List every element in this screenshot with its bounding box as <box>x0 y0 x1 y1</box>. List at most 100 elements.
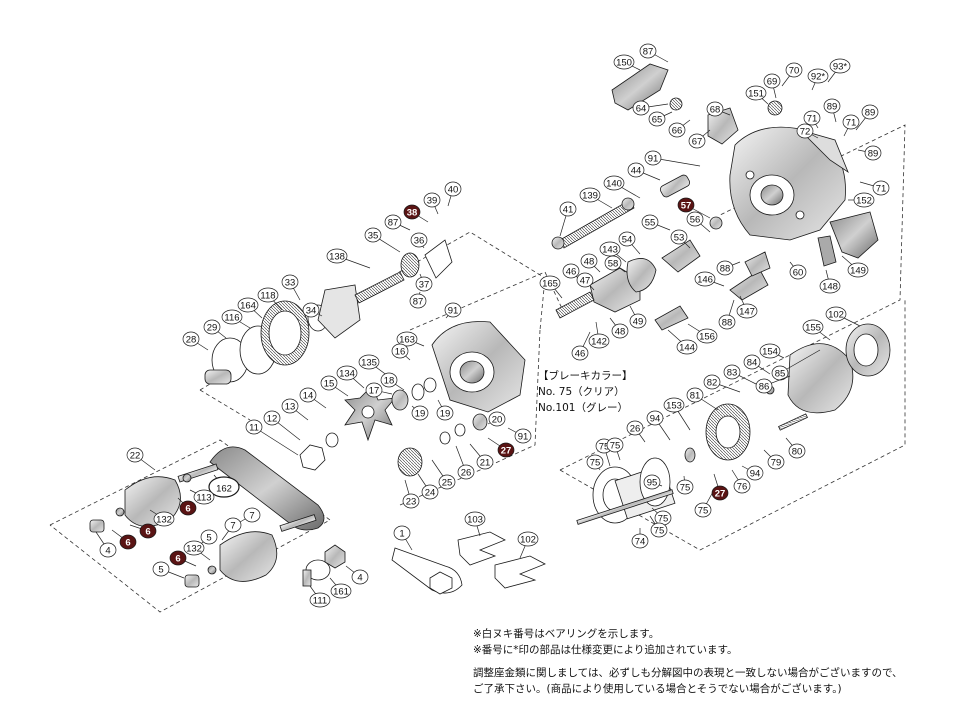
part-number-text: 65 <box>652 114 663 125</box>
part-label-13: 13 <box>281 398 309 421</box>
part-number-bubble <box>517 531 539 547</box>
part-number-bubble <box>789 264 807 280</box>
part-number-bubble <box>668 122 686 138</box>
frame-top-cover <box>611 63 783 145</box>
part-label-1: 1 <box>393 525 413 551</box>
part-number-text: 37 <box>419 279 430 290</box>
part-number-bubble <box>309 592 331 608</box>
part-number-bubble <box>380 372 398 388</box>
part-label-147: 147 <box>736 295 758 319</box>
part-number-bubble <box>299 387 317 403</box>
part-label-132: 132 <box>149 509 175 527</box>
part-label-22: 22 <box>126 447 156 471</box>
part-label-102: 102 <box>825 306 861 327</box>
part-number-text: 29 <box>207 322 218 333</box>
part-number-bubble <box>755 378 773 394</box>
part-label-28: 28 <box>182 331 209 351</box>
part-label-91: 91 <box>507 427 532 444</box>
part-number-text: 164 <box>240 300 256 311</box>
part-number-bubble <box>224 517 242 533</box>
part-number-text: 46 <box>575 348 586 359</box>
part-label-71: 71 <box>859 180 890 196</box>
part-label-156: 156 <box>687 323 718 344</box>
part-label-146: 146 <box>694 271 725 287</box>
part-number-text: 161 <box>333 586 349 597</box>
part-label-71: 71 <box>842 114 860 137</box>
part-number-bubble <box>514 428 532 444</box>
part-number-bubble <box>644 150 662 166</box>
part-label-113: 113 <box>189 489 215 505</box>
part-label-87: 87 <box>384 214 411 231</box>
part-number-text: 153 <box>666 400 682 411</box>
part-label-60: 60 <box>789 261 807 280</box>
part-number-text: 33 <box>285 277 296 288</box>
main-gear-stack <box>204 239 453 385</box>
part-label-94: 94 <box>741 465 764 481</box>
part-number-bubble <box>444 181 462 197</box>
part-label-18: 18 <box>380 372 405 391</box>
part-label-6: 6 <box>111 529 137 550</box>
part-label-74: 74 <box>631 528 649 549</box>
part-label-19: 19 <box>411 405 429 421</box>
part-number-text: 152 <box>856 195 872 206</box>
part-label-84: 84 <box>743 354 771 375</box>
part-label-154: 154 <box>759 343 785 359</box>
part-number-text: 91 <box>448 305 459 316</box>
part-label-17: 17 <box>365 382 393 398</box>
part-number-bubble <box>694 502 712 518</box>
part-label-87: 87 <box>409 291 427 309</box>
part-number-bubble <box>193 489 215 505</box>
part-label-152: 152 <box>848 192 875 208</box>
part-label-144: 144 <box>667 329 698 355</box>
part-number-text: 17 <box>369 385 380 396</box>
part-number-bubble <box>745 85 767 101</box>
part-label-68: 68 <box>706 101 731 117</box>
footnotes: ※白ヌキ番号はベアリングを示します。 ※番号に*印の部品は仕様変更により追加され… <box>473 626 903 697</box>
part-number-text: 165 <box>542 278 558 289</box>
part-number-bubble <box>641 214 659 230</box>
part-label-35: 35 <box>364 227 401 253</box>
part-number-text: 118 <box>260 290 275 301</box>
part-label-54: 54 <box>618 231 641 255</box>
part-number-bubble <box>203 319 221 335</box>
part-number-bubble <box>476 454 494 470</box>
part-label-116: 116 <box>221 309 251 329</box>
part-number-text: 18 <box>384 375 395 386</box>
part-number-text: 49 <box>633 316 644 327</box>
part-label-55: 55 <box>641 214 671 231</box>
part-number-text: 67 <box>692 136 703 147</box>
part-number-bubble <box>152 561 170 577</box>
part-label-26: 26 <box>455 445 475 480</box>
part-number-text: 87 <box>643 46 654 57</box>
bearing-number-bubble <box>677 197 695 213</box>
part-number-text: 75 <box>610 440 621 451</box>
part-number-text: 5 <box>206 532 211 543</box>
part-label-5: 5 <box>152 561 185 579</box>
part-number-text: 47 <box>580 275 591 286</box>
part-label-161: 161 <box>329 577 352 599</box>
part-label-6: 6 <box>129 523 157 539</box>
part-number-bubble <box>183 540 205 556</box>
part-number-text: 151 <box>748 88 764 99</box>
part-number-bubble <box>606 437 624 453</box>
footnote-shim-2: ご了承下さい。(商品により使用している場合とそうでない場合がございます。) <box>473 683 842 695</box>
part-label-135: 135 <box>358 354 389 377</box>
part-number-text: 41 <box>563 204 574 215</box>
part-number-bubble <box>716 260 734 276</box>
part-label-94: 94 <box>646 410 671 441</box>
part-label-57: 57 <box>677 197 711 219</box>
part-label-86: 86 <box>755 375 791 394</box>
part-label-6: 6 <box>169 550 197 567</box>
part-number-bubble <box>182 331 200 347</box>
part-label-69: 69 <box>763 73 781 99</box>
part-number-bubble <box>618 231 636 247</box>
part-label-12: 12 <box>263 410 301 441</box>
part-number-bubble <box>320 375 338 391</box>
part-number-text: 89 <box>865 107 876 118</box>
part-number-text: 80 <box>792 446 803 457</box>
part-number-text: 12 <box>267 413 278 424</box>
part-label-95: 95 <box>643 474 663 490</box>
clutch-lever <box>817 211 879 267</box>
part-number-text: 7 <box>249 510 254 521</box>
